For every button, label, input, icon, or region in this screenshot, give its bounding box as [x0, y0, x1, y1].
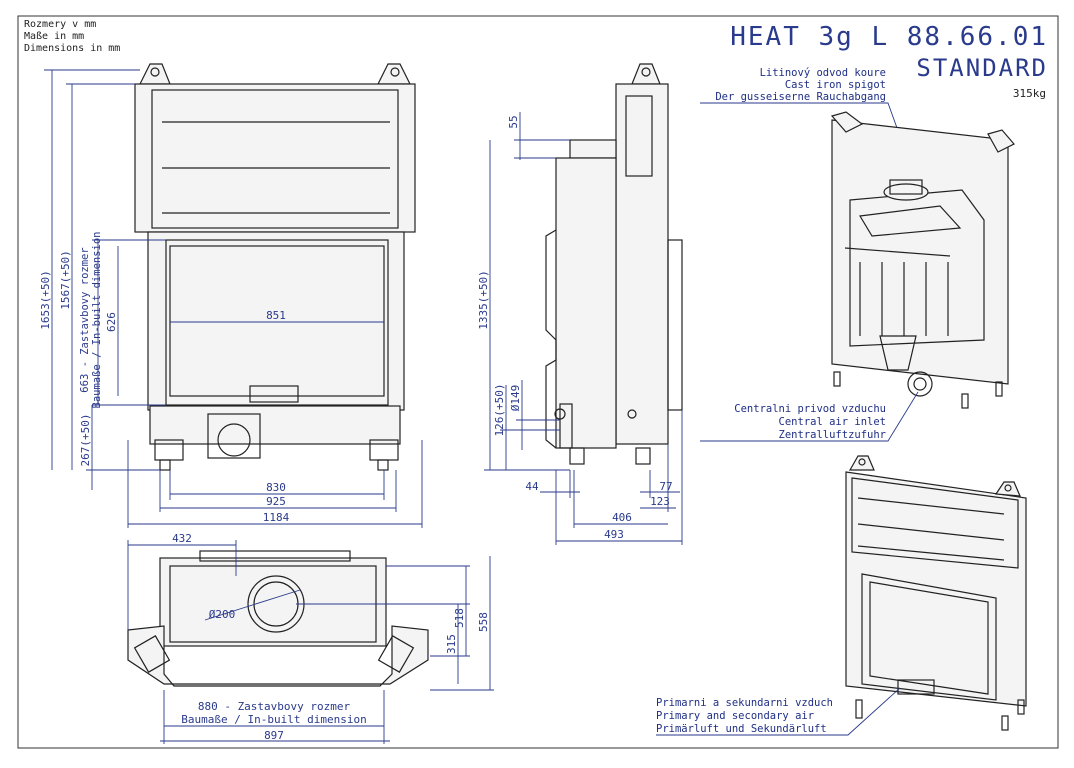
prim-sec-label-cz: Primarni a sekundarni vzduch	[656, 697, 833, 709]
side-view	[545, 63, 683, 465]
dim-432: 432	[172, 532, 192, 545]
dim-200: Ø200	[209, 608, 236, 621]
dim-1567: 1567(+50)	[59, 250, 72, 310]
isometric-view-back	[830, 111, 1015, 409]
dim-55: 55	[507, 115, 520, 128]
prim-sec-leader	[656, 687, 901, 736]
dim-663-sub: Baumaße / In-built dimension	[91, 231, 103, 408]
spigot-label-de: Der gusseiserne Rauchabgang	[715, 91, 886, 103]
air-inlet-label-en: Central air inlet	[779, 416, 886, 428]
air-inlet-leader	[700, 391, 919, 442]
model-variant: STANDARD	[916, 54, 1048, 82]
dim-558: 558	[477, 612, 490, 632]
units-note-de: Maße in mm	[24, 31, 84, 42]
dim-925: 925	[266, 495, 286, 508]
dim-1335: 1335(+50)	[477, 270, 490, 330]
dim-880-sub: Baumaße / In-built dimension	[181, 713, 366, 726]
prim-sec-label-de: Primärluft und Sekundärluft	[656, 723, 827, 735]
sheet-border	[17, 15, 1059, 749]
top-dimensions: 432 Ø200 518 558 315 880 - Zastavbovy ro…	[127, 532, 494, 744]
dim-851: 851	[266, 309, 286, 322]
spigot-label-cz: Litinový odvod koure	[760, 67, 886, 79]
dim-897: 897	[264, 729, 284, 742]
units-note-en: Dimensions in mm	[24, 43, 120, 54]
spigot-shape	[883, 183, 929, 201]
top-view-base-plate	[127, 625, 429, 687]
dim-880: 880 - Zastavbovy rozmer	[198, 700, 351, 713]
dim-126: 126(+50)	[493, 384, 506, 437]
dim-518: 518	[453, 608, 466, 628]
side-lifting-lug	[631, 63, 661, 85]
lifting-lug-left	[139, 63, 171, 85]
air-inlet-label-de: Zentralluftzufuhr	[779, 429, 886, 441]
front-view	[134, 63, 416, 471]
dim-77: 77	[659, 480, 672, 493]
dim-267: 267(+50)	[79, 414, 92, 467]
isometric-view-front	[845, 455, 1027, 731]
lifting-lug-right	[377, 63, 411, 85]
prim-sec-label-en: Primary and secondary air	[656, 710, 814, 722]
top-view	[127, 550, 429, 687]
units-note-cz: Rozmery v mm	[24, 19, 96, 30]
dim-44: 44	[525, 480, 539, 493]
model-title: HEAT 3g L 88.66.01	[730, 22, 1048, 52]
dim-123: 123	[650, 495, 670, 508]
dim-830: 830	[266, 481, 286, 494]
dim-149: Ø149	[509, 385, 522, 412]
weight-label: 315kg	[1013, 87, 1046, 100]
dim-663: 663 - Zastavbovy rozmer	[79, 247, 91, 392]
side-dimensions: 55 1335(+50) 126(+50) Ø149 44 77 123 406…	[477, 112, 683, 545]
spigot-label-en: Cast iron spigot	[785, 79, 886, 91]
dim-626: 626	[105, 312, 118, 332]
dim-493: 493	[604, 528, 624, 541]
dim-406: 406	[612, 511, 632, 524]
dim-315: 315	[445, 634, 458, 654]
front-dimensions: 1653(+50) 1567(+50) 663 - Zastavbovy roz…	[39, 69, 423, 528]
dim-1184: 1184	[263, 511, 290, 524]
dim-1653: 1653(+50)	[39, 270, 52, 330]
air-inlet-label-cz: Centralni privod vzduchu	[734, 403, 886, 415]
